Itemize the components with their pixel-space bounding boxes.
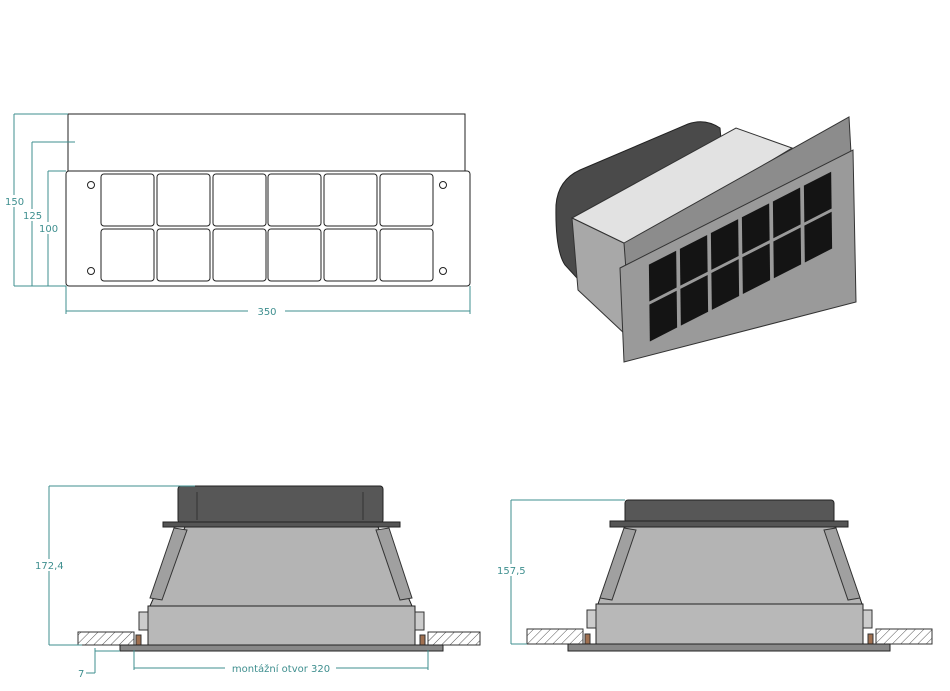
bracket [375,527,413,601]
grille-cell-iso [680,274,709,326]
grille-cell [100,173,155,227]
bracket [823,527,861,601]
grille-cell-iso [804,211,833,263]
grille-cell [156,173,211,227]
bracket [599,527,637,601]
dim-height-total: 150 [5,197,24,208]
flange [162,521,401,528]
grille-cell [212,173,267,227]
front-view: 150 125 100 350 [4,113,471,318]
wall-section [427,631,481,646]
dim-height-left: 172,4 [35,561,64,572]
bracket [149,527,188,601]
screw-icon [87,267,95,275]
dim-plate-thickness: 7 [78,669,84,680]
screw-icon [439,267,447,275]
base-box [147,605,416,646]
wall-section [875,628,933,645]
body [597,526,863,605]
grille-cell [267,173,322,227]
grille-cell [212,228,267,282]
grille-cell-iso [648,250,677,302]
grille-cell-iso [742,243,771,295]
wall-section [77,631,135,646]
grille-cell [156,228,211,282]
grille-cell-iso [741,203,770,255]
side-view-left: 172,4 7 montážní otvor 320 [32,485,481,680]
grille-cell-iso [803,171,832,223]
grille-cell-iso [773,227,802,279]
grille-cell-iso [711,259,740,310]
grille-cell [267,228,322,282]
body [149,526,413,607]
duct [624,499,835,524]
bottom-plate [567,643,891,652]
grille-cell [379,173,434,227]
grille-cell-iso [772,187,801,239]
screw-holes [87,181,447,275]
flange [609,520,849,528]
grille-cell [379,228,434,282]
base-box [595,603,864,645]
grille-cells [100,173,434,282]
side-view-right: 157,5 [495,499,933,652]
grille-cell-iso [679,234,708,286]
dim-height-mid: 125 [23,211,42,222]
isometric-view [555,116,857,363]
screw-icon [87,181,95,189]
grille-cell-iso [710,219,739,270]
dim-height-right: 157,5 [497,566,526,577]
grille-cell [323,173,378,227]
grille-cell [100,228,155,282]
bottom-plate [119,644,444,652]
screw-icon [439,181,447,189]
grille-cell [323,228,378,282]
dim-height-plate: 100 [39,224,58,235]
housing-outline [67,113,466,172]
grille-cell-iso [649,290,678,342]
duct [177,485,384,524]
dim-width: 350 [257,307,276,318]
wall-section [526,628,584,645]
dim-mounting-opening: montážní otvor 320 [232,663,330,675]
grille-cells-iso [648,171,833,342]
